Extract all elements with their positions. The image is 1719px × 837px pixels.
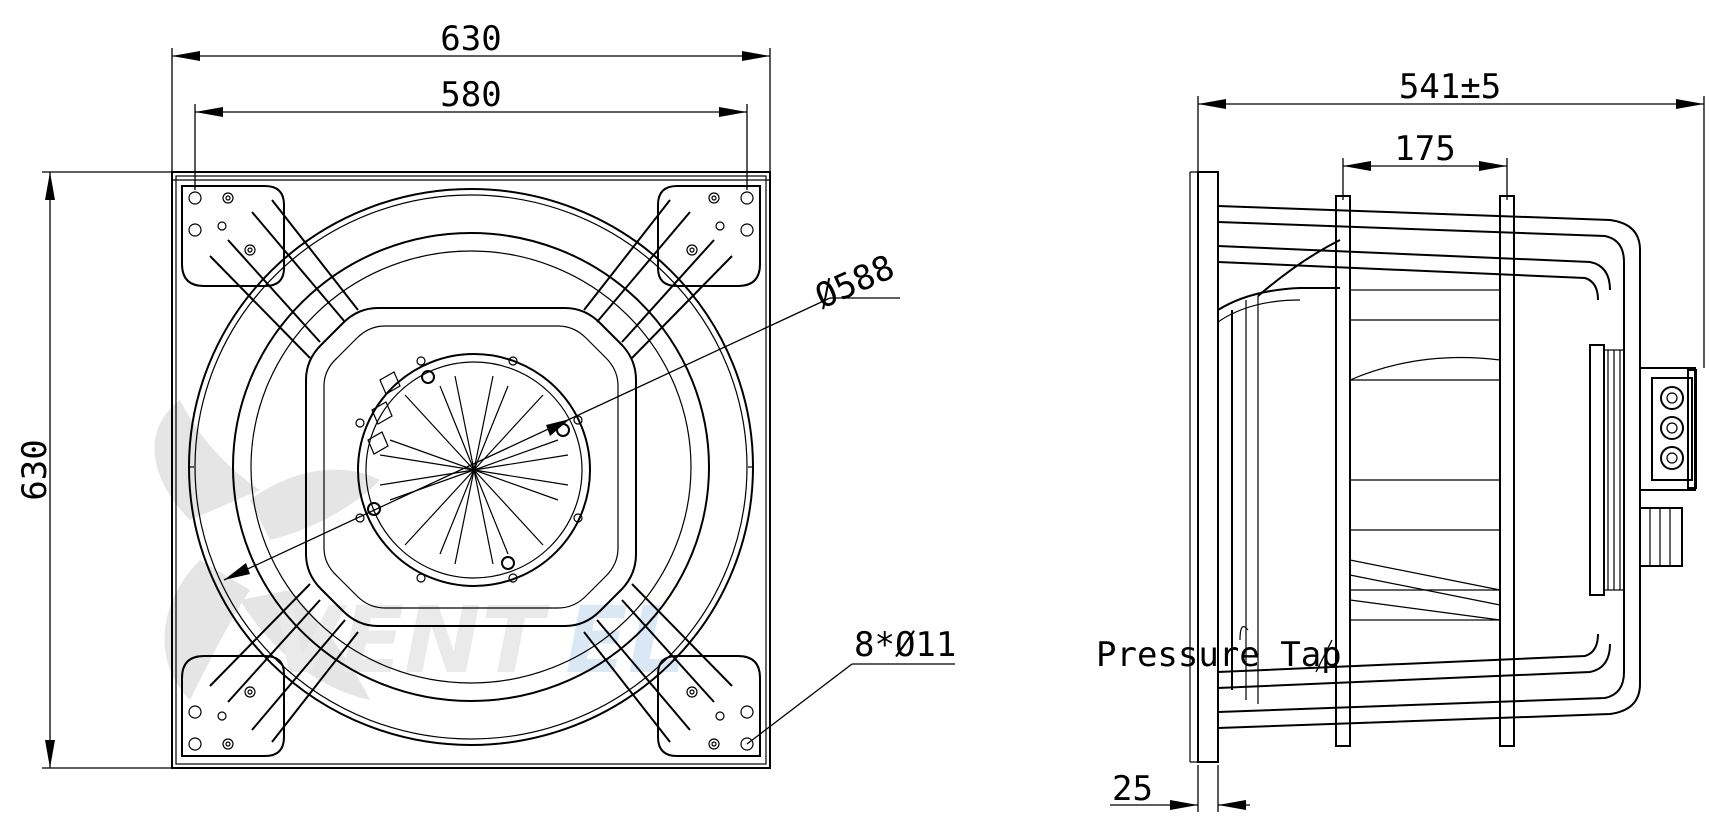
side-inlet-nozzle	[1217, 239, 1341, 704]
dim-height-label: 630	[15, 439, 55, 500]
dim-width-holes-label: 580	[440, 75, 501, 115]
side-motor-plate	[1589, 344, 1625, 596]
motor-mount-holes	[355, 356, 583, 583]
corner-bracket-tr	[657, 185, 761, 287]
side-guard-rails-top	[1217, 205, 1641, 301]
corner-bracket-br	[657, 655, 761, 757]
dim-flange-label: 25	[1112, 769, 1153, 809]
corner-bracket-tl	[181, 185, 285, 287]
dim-holes: 8*Ø11	[746, 625, 956, 745]
motor-housing	[357, 353, 591, 587]
dim-flange: 25	[1110, 765, 1250, 812]
dim-diameter: Ø588	[223, 247, 900, 581]
mounting-plate-inner-edge	[175, 175, 767, 765]
mounting-plate	[171, 171, 771, 769]
dim-width-outer: 630	[171, 19, 771, 175]
dim-depth-label: 541±5	[1399, 67, 1501, 107]
side-guard-rails-bottom	[1217, 633, 1641, 729]
diagonal-struts	[209, 199, 733, 743]
dim-width-outer-label: 630	[440, 19, 501, 59]
mounting-holes	[188, 191, 754, 751]
motor-cooling-fins	[379, 375, 569, 565]
dim-width-holes: 580	[194, 75, 748, 190]
dim-diameter-label: Ø588	[809, 247, 900, 317]
dim-height: 630	[15, 171, 175, 769]
dim-section-label: 175	[1394, 129, 1455, 169]
dim-section: 175	[1342, 129, 1508, 200]
pressure-tap-label: Pressure Tap	[1096, 635, 1342, 675]
dim-depth: 541±5	[1197, 67, 1705, 368]
pressure-tap: Pressure Tap	[1096, 626, 1342, 675]
side-guard-vertical	[1623, 275, 1641, 660]
side-view: Pressure Tap 541±5 175	[1096, 67, 1705, 812]
support-frame	[305, 307, 637, 627]
dim-holes-label: 8*Ø11	[854, 625, 956, 665]
side-terminal-box	[1639, 367, 1697, 567]
inlet-ring	[188, 188, 754, 746]
corner-bracket-bl	[181, 655, 285, 757]
